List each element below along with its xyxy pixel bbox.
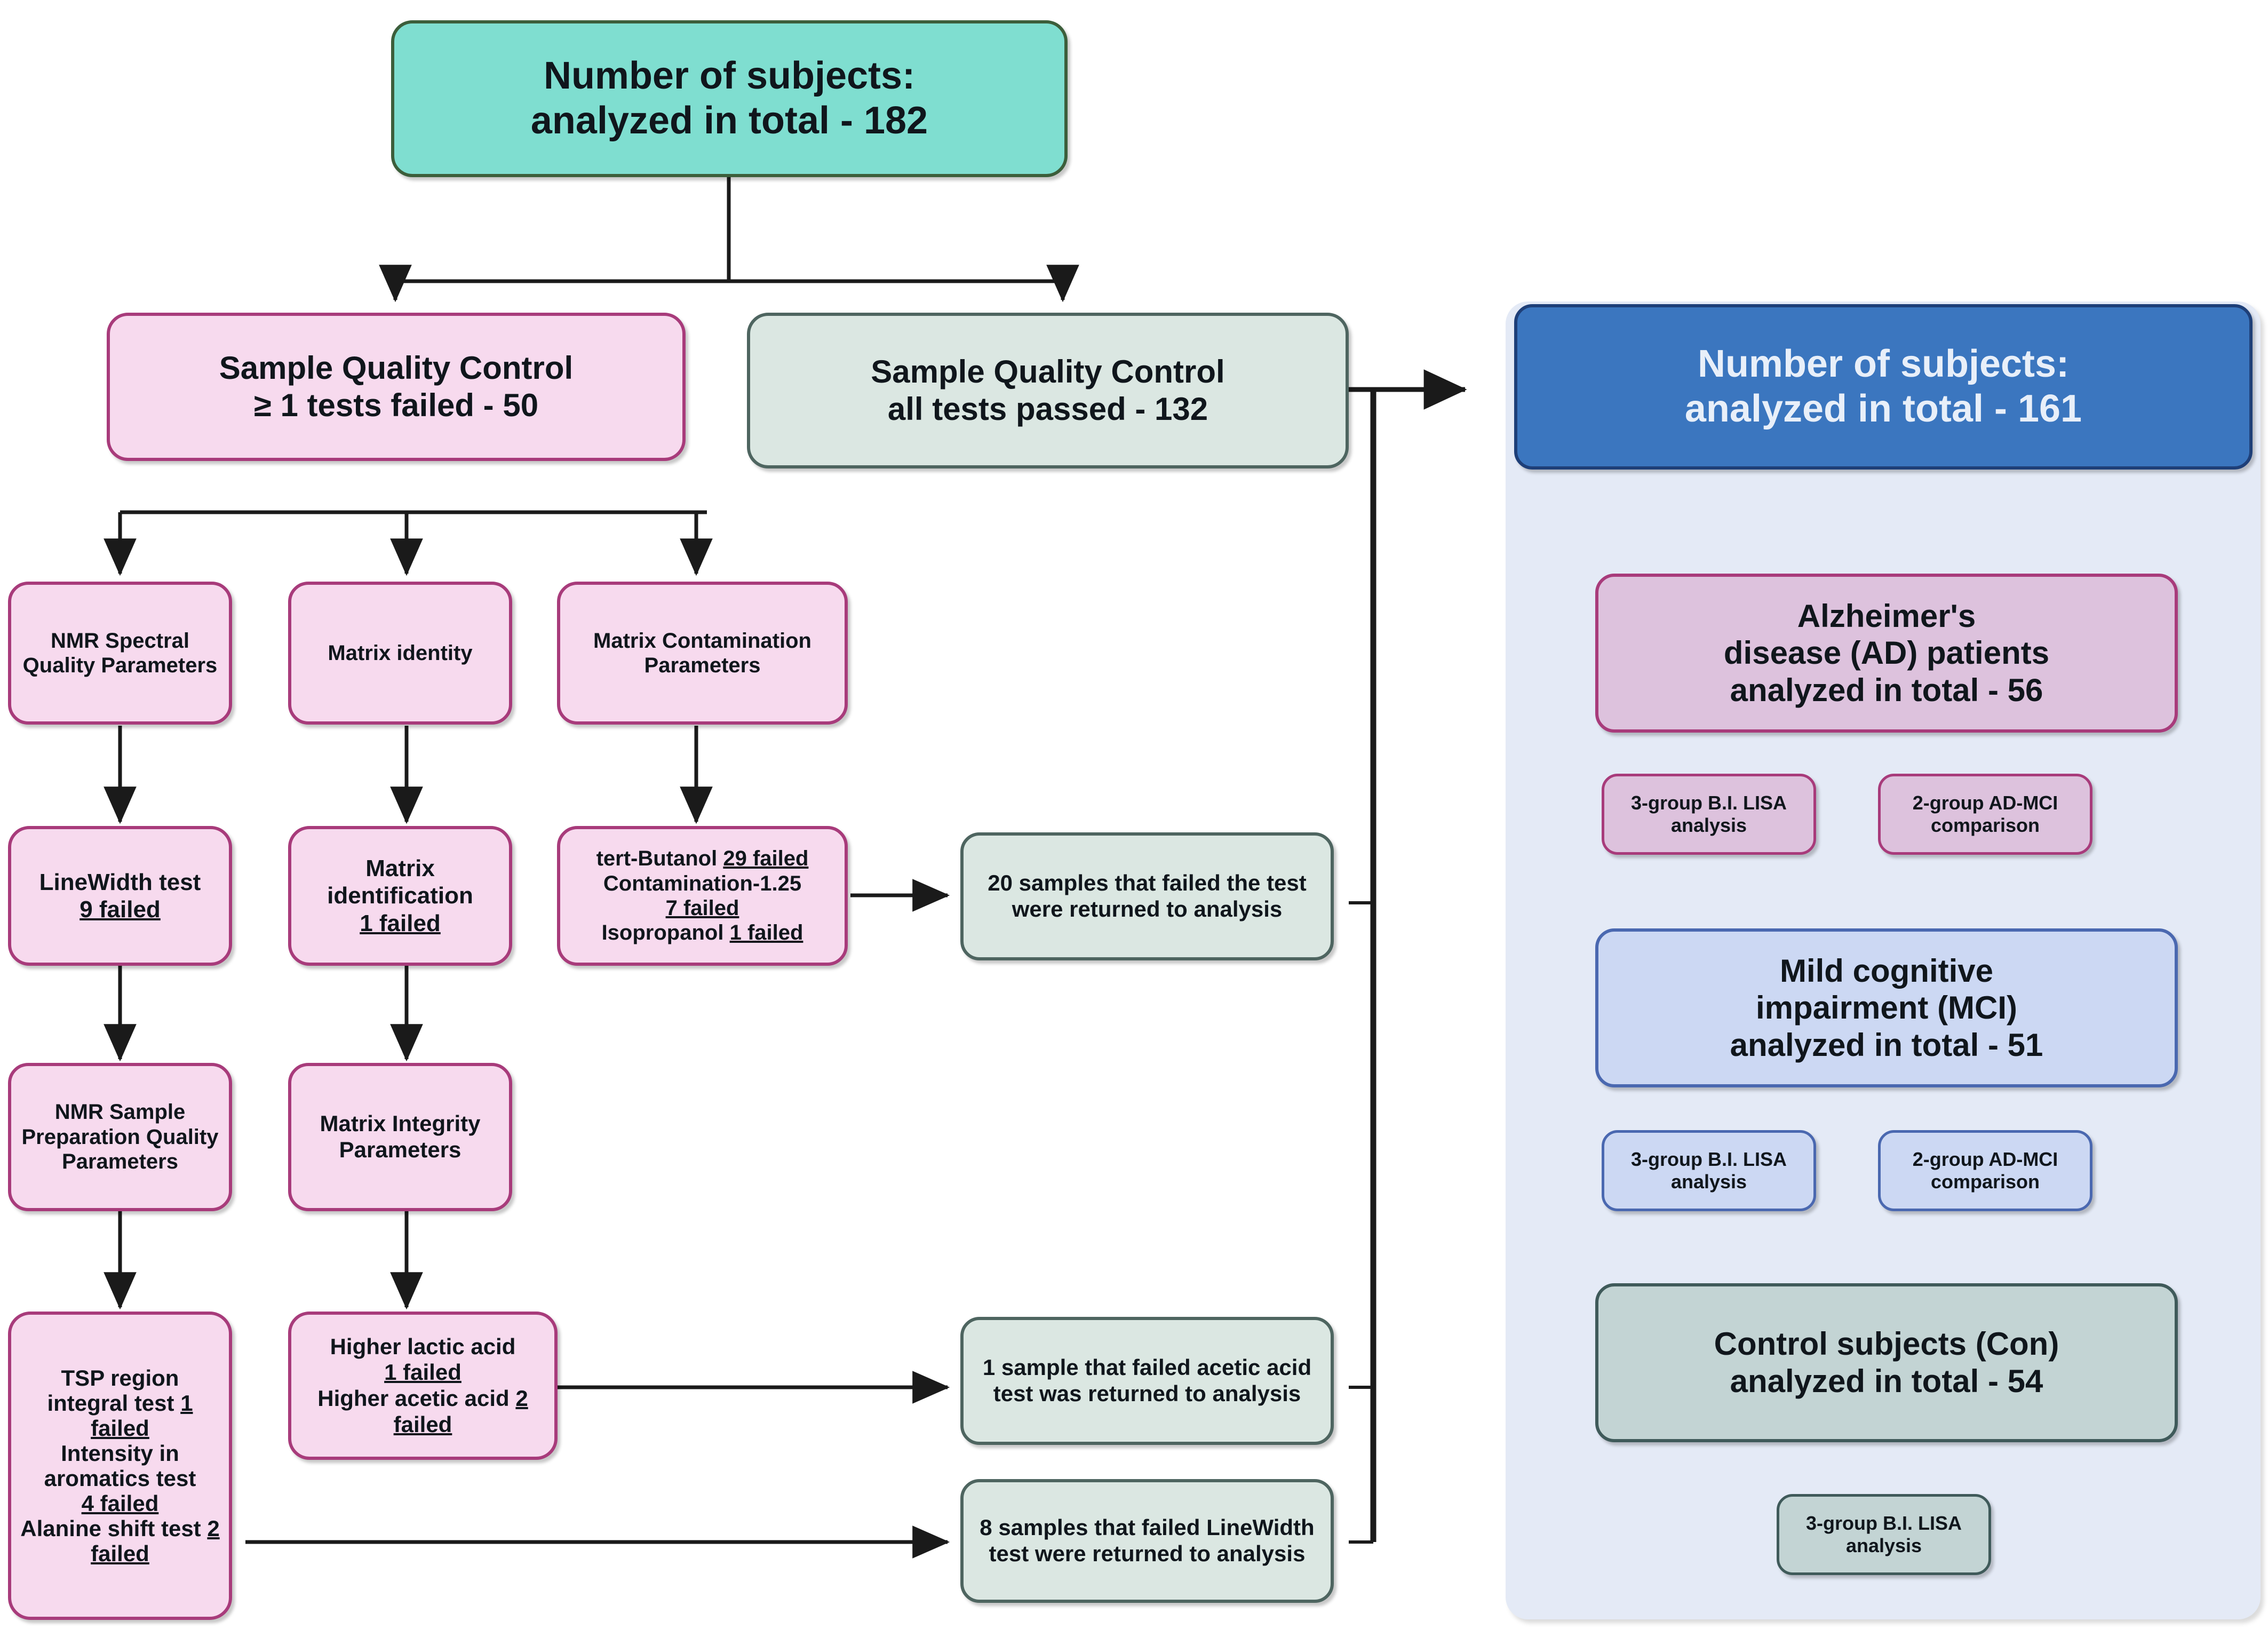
test-box-tsp-region: TSP region integral test 1 failed Intens… [8, 1312, 232, 1620]
ad-analysis-0-line2: analysis [1670, 814, 1747, 836]
group-box-mci: Mild cognitive impairment (MCI) analyzed… [1595, 928, 2178, 1087]
returned-text-2: 8 samples that failed LineWidth test wer… [980, 1515, 1315, 1566]
con-title-line1: Control subjects (Con) [1714, 1326, 2059, 1362]
tsp-name-0: TSP region integral test [47, 1365, 179, 1416]
returned-text-1: 1 sample that failed acetic acid test wa… [982, 1355, 1312, 1406]
mci-title-line3: analyzed in total - 51 [1730, 1027, 2043, 1063]
category-box-nmr-spectral: NMR Spectral Quality Parameters [8, 582, 232, 725]
panel-header-line2: analyzed in total - 161 [1684, 387, 2082, 430]
ad-analysis-1-line2: comparison [1930, 814, 2040, 836]
category-box-matrix-contamination: Matrix Contamination Parameters [557, 582, 848, 725]
contamination-result-0: 29 failed [723, 847, 809, 871]
test-box-matrix-identification: Matrix identification 1 failed [288, 826, 512, 966]
test-box-acids: Higher lactic acid 1 failed Higher aceti… [288, 1312, 558, 1460]
param-box-matrix-integrity: Matrix Integrity Parameters [288, 1063, 512, 1211]
param-label-0: NMR Sample Preparation Quality Parameter… [21, 1100, 219, 1174]
returned-box-20-samples: 20 samples that failed the test were ret… [960, 832, 1334, 960]
analysis-chip-ad-2group-admci[interactable]: 2-group AD-MCI comparison [1878, 774, 2092, 855]
group-box-ad: Alzheimer's disease (AD) patients analyz… [1595, 574, 2178, 733]
contamination-name-2: Isopropanol [601, 921, 724, 945]
qc-passed-box: Sample Quality Control all tests passed … [747, 313, 1349, 468]
root-total-subjects-box: Number of subjects: analyzed in total - … [391, 20, 1068, 177]
mci-analysis-1-line1: 2-group AD-MCI [1912, 1148, 2058, 1171]
qc-failed-line2: ≥ 1 tests failed - 50 [253, 387, 539, 423]
acid-name-0: Higher lactic acid [330, 1333, 516, 1359]
root-line1: Number of subjects: [543, 54, 916, 98]
returned-box-1-sample-acetic: 1 sample that failed acetic acid test wa… [960, 1317, 1334, 1445]
tsp-result-0: 1 failed [91, 1390, 193, 1441]
ad-title-line1: Alzheimer's [1797, 598, 1976, 634]
acid-result-1: 2 failed [393, 1386, 528, 1437]
ad-analysis-1-line1: 2-group AD-MCI [1912, 792, 2058, 814]
root-line2: analyzed in total - 182 [530, 99, 928, 142]
category-label-1: Matrix identity [328, 641, 473, 665]
tsp-name-2: Alanine shift test [20, 1516, 201, 1541]
panel-header-total-subjects: Number of subjects: analyzed in total - … [1514, 304, 2253, 470]
con-analysis-0-line1: 3-group B.I. LISA [1806, 1512, 1962, 1535]
category-label-2: Matrix Contamination Parameters [593, 629, 811, 677]
acid-result-0: 1 failed [384, 1360, 461, 1385]
contamination-name-1: Contamination-1.25 [603, 871, 802, 895]
test-result-linewidth: 9 failed [79, 896, 161, 923]
analysis-chip-con-3group-lisa[interactable]: 3-group B.I. LISA analysis [1777, 1494, 1991, 1575]
ad-title-line3: analyzed in total - 56 [1730, 672, 2043, 708]
con-analysis-0-line2: analysis [1845, 1535, 1922, 1556]
con-title-line2: analyzed in total - 54 [1730, 1363, 2043, 1399]
tsp-result-2: 2 failed [91, 1516, 220, 1567]
category-box-matrix-identity: Matrix identity [288, 582, 512, 725]
contamination-result-2: 1 failed [729, 921, 803, 945]
ad-title-line2: disease (AD) patients [1723, 635, 2050, 671]
qc-failed-box: Sample Quality Control ≥ 1 tests failed … [107, 313, 686, 461]
returned-box-8-samples-linewidth: 8 samples that failed LineWidth test wer… [960, 1479, 1334, 1603]
mci-analysis-0-line2: analysis [1670, 1171, 1747, 1193]
test-result-matrix-identification: 1 failed [360, 910, 441, 936]
qc-passed-line2: all tests passed - 132 [887, 391, 1208, 427]
analysis-chip-mci-3group-lisa[interactable]: 3-group B.I. LISA analysis [1602, 1130, 1816, 1211]
test-name-linewidth: LineWidth test [39, 869, 201, 895]
param-label-1: Matrix Integrity Parameters [320, 1111, 481, 1162]
contamination-result-1: 7 failed [665, 896, 739, 920]
qc-failed-line1: Sample Quality Control [219, 350, 574, 386]
tsp-result-1: 4 failed [81, 1491, 159, 1516]
test-name-matrix-identification: Matrix identification [327, 855, 473, 909]
mci-analysis-0-line1: 3-group B.I. LISA [1631, 1148, 1787, 1171]
mci-title-line2: impairment (MCI) [1755, 990, 2018, 1026]
acid-name-1: Higher acetic acid [317, 1386, 510, 1411]
contamination-name-0: tert-Butanol [596, 847, 718, 871]
test-box-contamination: tert-Butanol 29 failed Contamination-1.2… [557, 826, 848, 966]
group-box-control: Control subjects (Con) analyzed in total… [1595, 1283, 2178, 1442]
panel-header-line1: Number of subjects: [1697, 343, 2070, 386]
analysis-chip-ad-3group-lisa[interactable]: 3-group B.I. LISA analysis [1602, 774, 1816, 855]
category-label-0: NMR Spectral Quality Parameters [22, 629, 218, 677]
param-box-nmr-sample-prep: NMR Sample Preparation Quality Parameter… [8, 1063, 232, 1211]
tsp-name-1: Intensity in aromatics test [44, 1440, 196, 1491]
analysis-chip-mci-2group-admci[interactable]: 2-group AD-MCI comparison [1878, 1130, 2092, 1211]
mci-analysis-1-line2: comparison [1930, 1171, 2040, 1193]
mci-title-line1: Mild cognitive [1779, 952, 1994, 989]
test-box-linewidth: LineWidth test 9 failed [8, 826, 232, 966]
ad-analysis-0-line1: 3-group B.I. LISA [1631, 792, 1787, 814]
qc-passed-line1: Sample Quality Control [871, 354, 1225, 390]
returned-text-0: 20 samples that failed the test were ret… [988, 870, 1307, 921]
